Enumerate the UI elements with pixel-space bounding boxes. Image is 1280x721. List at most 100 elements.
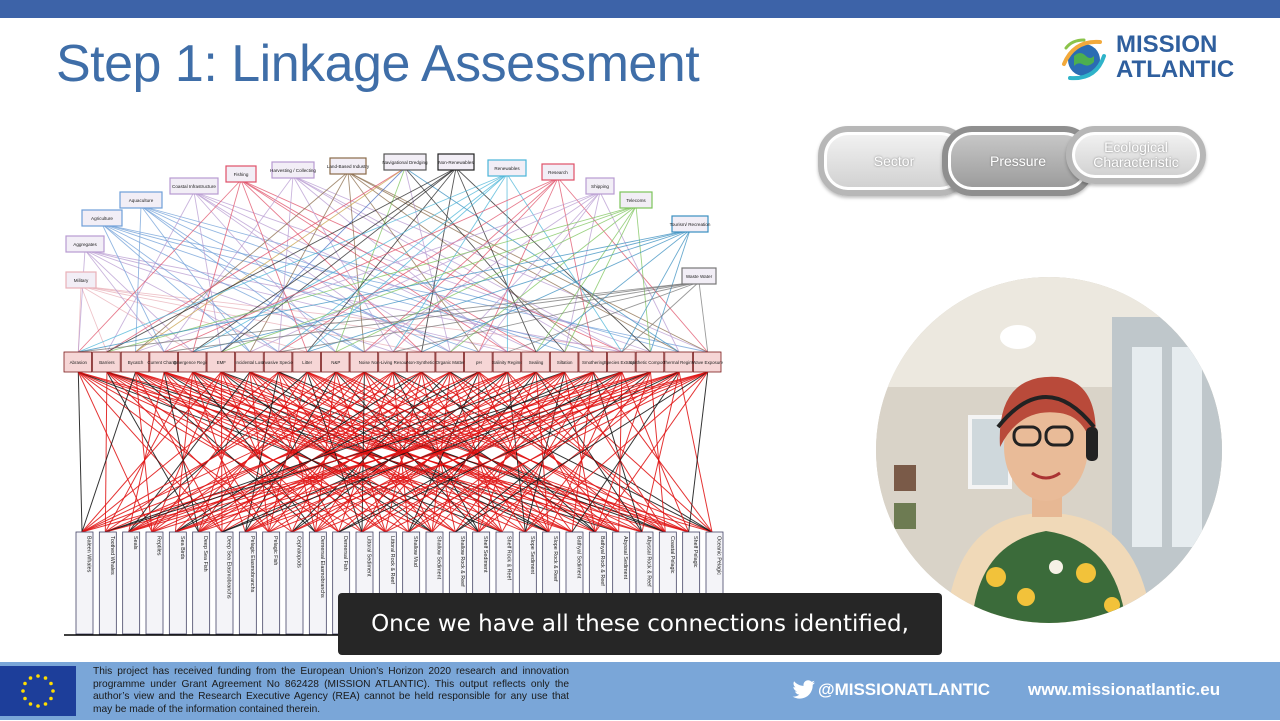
ecology-label: Coastal Pelagic xyxy=(669,536,675,574)
ecology-label: Slope Rock & Reef xyxy=(552,536,558,582)
logo-line-1: MISSION xyxy=(1116,32,1234,57)
ecology-label: Deep Sea Elasmobranchs xyxy=(226,536,232,599)
pressure-ecology-link xyxy=(107,372,269,532)
sector-label: Telecoms xyxy=(626,198,646,203)
ecology-label: Shelf Rock & Reef xyxy=(506,536,512,581)
eu-star xyxy=(21,689,25,693)
ecology-label: Bathyal Rock & Reef xyxy=(599,536,605,586)
sector-pressure-link xyxy=(85,250,622,352)
ecology-label: Pelagic Elasmobranchs xyxy=(249,536,255,593)
eu-flag xyxy=(0,666,76,716)
pressure-label: Sealing xyxy=(529,360,544,365)
ecology-label: Toothed Whales xyxy=(109,536,115,575)
sector-pressure-link xyxy=(85,250,164,352)
funding-disclaimer: This project has received funding from t… xyxy=(93,666,569,716)
step-pill-ecological-characteristic: Ecological Characteristic xyxy=(1066,126,1206,184)
pressure-ecology-link xyxy=(82,372,650,532)
eu-star xyxy=(44,676,48,680)
eu-stars-icon xyxy=(0,666,76,716)
pressure-ecology-link xyxy=(82,372,136,532)
ecology-label: Littoral Sediment xyxy=(366,536,372,577)
ecology-label: Demersal Elasmobranchs xyxy=(319,536,325,598)
logo-wordmark: MISSION ATLANTIC xyxy=(1116,32,1234,82)
ecology-label: Shallow Mud xyxy=(412,536,418,567)
pressure-label: Salinity Regime xyxy=(492,360,523,365)
pressure-label: Incidental Loss xyxy=(235,360,265,365)
twitter-bird-icon xyxy=(792,680,816,700)
sector-pressure-link xyxy=(699,282,708,352)
pressure-label: EMF xyxy=(217,360,227,365)
eu-star xyxy=(36,704,40,708)
ecology-label: Cephalopods xyxy=(296,536,302,568)
ecology-label: Bathyal Sediment xyxy=(576,536,582,579)
pressure-label: Noise xyxy=(359,360,371,365)
ecology-label: Deep Sea Fish xyxy=(202,536,208,572)
ecology-label: Abyssal Rock & Reef xyxy=(646,536,652,587)
ecology-label: Sea Birds xyxy=(179,536,185,560)
eu-star xyxy=(44,702,48,706)
eu-star xyxy=(29,702,33,706)
pressure-ecology-link xyxy=(455,372,707,532)
pressure-label: Smothering xyxy=(582,360,605,365)
presenter-video-frame xyxy=(876,277,1222,623)
sector-label: Non-Renewables xyxy=(438,160,474,165)
pressure-label: Barriers xyxy=(99,360,115,365)
ecology-label: Shelf Pelagic xyxy=(692,536,698,568)
sector-pressure-links xyxy=(78,168,707,352)
sector-label: Renewables xyxy=(494,166,520,171)
ecology-label: Shelf Sediment xyxy=(482,536,488,573)
pressure-ecology-links xyxy=(78,372,712,532)
sector-label: Military xyxy=(74,278,89,283)
sector-label: Land-Based Industry xyxy=(327,164,370,169)
eu-star xyxy=(23,682,27,686)
eu-star xyxy=(49,682,53,686)
website-link[interactable]: www.missionatlantic.eu xyxy=(1028,680,1220,700)
logo-line-2: ATLANTIC xyxy=(1116,57,1234,82)
ecology-label: Shallow Rock & Reef xyxy=(459,536,465,587)
pressure-label: Siltation xyxy=(557,360,573,365)
ecology-label: Littoral Rock & Reef xyxy=(389,536,395,584)
twitter-handle-text: @MISSIONATLANTIC xyxy=(818,680,990,700)
pressure-ecology-link xyxy=(679,372,712,532)
eu-star xyxy=(29,676,33,680)
top-accent-bar xyxy=(0,0,1280,18)
sector-pressure-link xyxy=(364,178,558,352)
sector-pressure-link xyxy=(565,206,636,352)
sector-label: Harvesting / Collecting xyxy=(270,168,316,173)
ecology-label: Oceanic Pelagic xyxy=(716,536,722,575)
sector-pressure-link xyxy=(279,282,699,352)
sector-label: Tourism/ Recreation xyxy=(670,222,711,227)
pressure-ecology-link xyxy=(129,372,594,532)
sector-pressure-link xyxy=(78,282,699,352)
eu-star xyxy=(49,697,53,701)
sector-label: Aggregates xyxy=(73,242,97,247)
sector-label: Navigational Dredging xyxy=(382,160,428,165)
step-pill-label: Ecological Characteristic xyxy=(1080,140,1192,170)
ecology-label: Abyssal Sediment xyxy=(622,536,628,580)
linkage-diagram: MilitaryAggregatesAgricultureAquaculture… xyxy=(58,148,724,640)
pressure-ecology-link xyxy=(82,372,364,532)
step-pill-label: Sector xyxy=(874,153,914,169)
ecology-label: Reptiles xyxy=(156,536,162,556)
sector-label: Coastal Infrastructure xyxy=(172,184,216,189)
ecology-label: Baleen Whales xyxy=(86,536,92,573)
sector-label: Shipping xyxy=(591,184,609,189)
pressure-label: Wave Exposure xyxy=(692,360,723,365)
sector-pressure-link xyxy=(102,224,164,352)
sector-pressure-link xyxy=(600,192,679,352)
pressure-ecology-link xyxy=(78,372,82,532)
ecology-label: Pelagic Fish xyxy=(272,536,278,565)
slide-title: Step 1: Linkage Assessment xyxy=(56,34,699,94)
pressure-ecology-link xyxy=(105,372,107,532)
ecology-label: Seals xyxy=(132,536,138,550)
sector-pressure-link xyxy=(348,172,593,352)
eu-star xyxy=(36,674,40,678)
twitter-handle[interactable]: @MISSIONATLANTIC xyxy=(792,680,990,700)
mission-atlantic-logo: MISSION ATLANTIC xyxy=(1052,28,1252,92)
ecology-label: Slope Sediment xyxy=(529,536,535,575)
step-pill-label: Pressure xyxy=(990,153,1046,169)
ecology-label: Shallow Sediment xyxy=(436,536,442,580)
pressure-label: Abrasion xyxy=(70,360,88,365)
pressure-label: N&P xyxy=(331,360,340,365)
